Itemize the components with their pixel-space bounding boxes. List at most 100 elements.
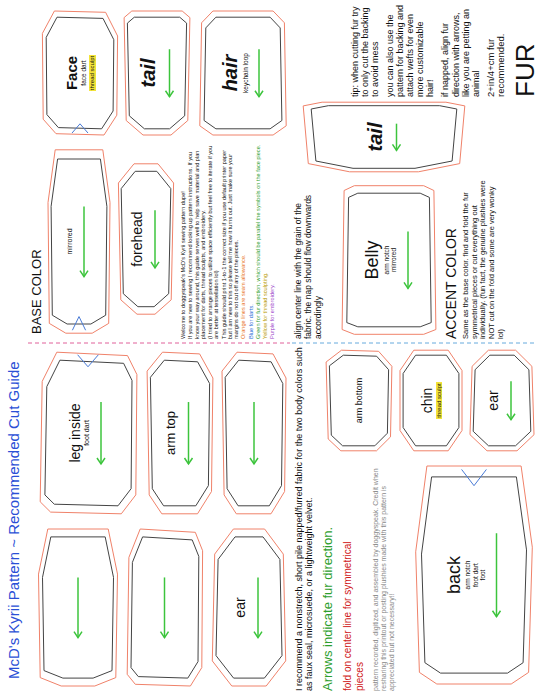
dart-mark xyxy=(72,317,85,331)
piece-labels: Faceface dartthread sculpt xyxy=(63,55,97,92)
note-column: Welcome to doggyspeak's McD's Kyrii sewi… xyxy=(180,143,292,339)
piece-labels: chinthread sculpt xyxy=(419,382,444,419)
piece-name: ear xyxy=(232,597,248,618)
cut-line xyxy=(311,106,457,169)
piece-name: ear xyxy=(485,390,501,411)
piece-outline xyxy=(468,347,536,454)
seam-allowance xyxy=(470,350,534,451)
seam-allowance xyxy=(39,529,118,686)
cut-line xyxy=(127,17,186,129)
fur-arrow xyxy=(258,49,260,97)
fur-note: you can also use the pattern for backing… xyxy=(385,4,435,97)
piece-name: tail xyxy=(137,58,160,88)
piece-note: foot dart xyxy=(83,403,91,463)
seam-allowance xyxy=(118,164,173,314)
pattern-piece: mirrored xyxy=(46,144,112,339)
unlabeled-pieces xyxy=(39,352,287,686)
fur-arrow xyxy=(188,402,190,464)
cut-line xyxy=(329,355,388,446)
piece-labels: forehead xyxy=(129,211,145,267)
fur-arrow xyxy=(100,402,102,464)
welcome-note: Green for fur direction, which should be… xyxy=(255,143,261,339)
seam-allowance xyxy=(342,186,436,335)
fur-arrow xyxy=(496,533,498,617)
pattern-piece: Faceface dartthread sculpt xyxy=(40,7,120,139)
cut-line xyxy=(43,537,114,678)
seam-allowance xyxy=(147,352,213,514)
piece-note: foot dart xyxy=(472,556,479,595)
pattern-piece: leg insidefoot dart xyxy=(36,347,140,519)
cut-line xyxy=(121,171,171,306)
fur-arrow xyxy=(154,210,156,268)
dart-mark xyxy=(78,355,99,367)
cut-line xyxy=(347,193,431,327)
pattern-piece xyxy=(39,529,118,686)
seam-allowance xyxy=(48,150,110,333)
seam-allowance xyxy=(212,529,285,686)
fur-arrow-head xyxy=(74,632,82,638)
piece-outline xyxy=(145,347,215,519)
fur-arrow xyxy=(257,577,259,637)
cut-line xyxy=(46,17,114,129)
pattern-piece: arm bottom xyxy=(324,347,394,454)
cut-line xyxy=(422,477,527,673)
piece-note: thread sculpt xyxy=(436,382,443,418)
cut-line xyxy=(204,17,282,129)
cut-line xyxy=(131,537,199,678)
credit-note: pattern recorded, digitized, and assembl… xyxy=(372,455,396,691)
piece-labels: mirrored xyxy=(66,228,74,255)
seam-allowance xyxy=(200,11,286,135)
piece-note: face dart xyxy=(80,55,87,92)
section-heading: ACCENT COLOR xyxy=(443,179,459,339)
piece-name: Face xyxy=(63,55,80,92)
pattern-piece: arm top xyxy=(145,347,215,519)
pattern-piece: backarm notchfoot dartfoot xyxy=(412,459,536,691)
fur-arrow-head xyxy=(254,632,262,638)
fur-arrow-head xyxy=(493,611,501,617)
seam-allowance xyxy=(40,352,137,514)
center-fold-line xyxy=(292,343,537,344)
piece-note: thread sculpt xyxy=(89,55,96,91)
piece-name: Belly xyxy=(362,240,383,280)
piece-labels: ear xyxy=(485,390,501,411)
cut-line xyxy=(150,360,209,506)
pattern-piece: Bellyarm notchmirrored xyxy=(338,181,440,339)
piece-note: arm notch xyxy=(383,240,390,280)
fur-arrow xyxy=(83,206,85,276)
cut-line xyxy=(216,537,282,678)
fur-arrow-head xyxy=(255,91,263,97)
section-heading: BASE COLOR xyxy=(30,144,45,334)
fur-arrow-head xyxy=(80,271,88,277)
fur-arrow-head xyxy=(507,414,515,420)
cut-line xyxy=(51,159,107,324)
piece-note: keychain loop xyxy=(242,53,249,94)
welcome-note: This guide should print 1-to-1 the corre… xyxy=(221,143,240,339)
fur-note: tip: when cutting fur try to only cut th… xyxy=(350,4,380,97)
fur-note: if napped, align fur direction with arro… xyxy=(440,4,480,97)
piece-labels: tail xyxy=(364,122,387,152)
piece-outline xyxy=(210,524,288,691)
pattern-piece xyxy=(222,352,286,514)
seam-allowance xyxy=(124,11,190,135)
section-heading: FUR xyxy=(512,4,538,97)
fur-arrow xyxy=(407,232,409,289)
fur-arrow-head xyxy=(185,458,193,464)
section-note: Same as the base color. find and fold th… xyxy=(462,179,505,339)
seam-allowance xyxy=(222,352,286,514)
fur-note: 2+in/4+cm fur recommended. xyxy=(486,4,507,97)
cut-line xyxy=(225,360,283,506)
cut-line xyxy=(45,360,132,506)
fur-arrow-head xyxy=(250,458,258,464)
piece-name: back xyxy=(444,556,465,595)
fur-arrow xyxy=(396,124,398,151)
pattern-piece: ear xyxy=(468,347,536,454)
fabric-note: I recommend a nonstretch, short pile nap… xyxy=(294,347,315,691)
fur-arrow-head xyxy=(97,458,105,464)
pattern-piece: chinthread sculpt xyxy=(398,347,464,454)
piece-outline xyxy=(116,159,176,319)
piece-name: tail xyxy=(364,122,387,152)
welcome-note: Purple for embroidery. xyxy=(269,143,275,339)
cut-line xyxy=(473,355,531,446)
piece-labels: backarm notchfoot dartfoot xyxy=(444,556,487,595)
